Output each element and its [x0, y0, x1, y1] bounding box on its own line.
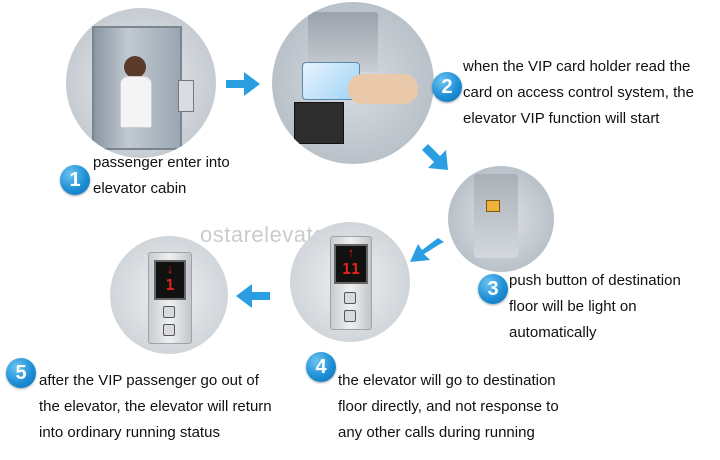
- hand-figure: [348, 74, 418, 104]
- step-5-line-3: into ordinary running status: [39, 424, 220, 441]
- step-4-text: the elevator will go to destination floo…: [338, 368, 559, 446]
- step-4-line-2: floor directly, and not response to: [338, 398, 559, 415]
- step-3-line-1: push button of destination: [509, 272, 681, 289]
- floor-display: ↑ 11: [334, 244, 368, 284]
- step-5-text: after the VIP passenger go out of the el…: [39, 368, 272, 446]
- lit-button: [486, 200, 500, 212]
- passenger-body: [120, 76, 152, 128]
- photo-button-panel: [448, 166, 554, 272]
- up-button: [163, 306, 175, 318]
- arrow-right-1: [226, 72, 260, 96]
- step-5-line-2: the elevator, the elevator will return: [39, 398, 272, 415]
- arrow-down-right: [422, 144, 448, 170]
- step-4-line-1: the elevator will go to destination: [338, 372, 556, 389]
- photo-display-up: ↑ 11: [290, 222, 410, 342]
- step-2-line-1: when the VIP card holder read the: [463, 58, 691, 75]
- down-button: [344, 310, 356, 322]
- photo-card-reader: [272, 2, 434, 164]
- step-4-badge: 4: [306, 352, 336, 382]
- arrow-left: [236, 284, 270, 308]
- step-3-line-2: floor will be light on: [509, 298, 637, 315]
- floor-number: 11: [341, 260, 361, 278]
- step-3-badge: 3: [478, 274, 508, 304]
- step-2-line-3: elevator VIP function will start: [463, 110, 660, 127]
- step-1-line-1: passenger enter into: [93, 154, 230, 171]
- step-1-text: passenger enter into elevator cabin: [93, 150, 230, 202]
- up-button: [344, 292, 356, 304]
- step-2-badge: 2: [432, 72, 462, 102]
- passenger-figure: [124, 56, 146, 78]
- step-1-line-2: elevator cabin: [93, 180, 187, 197]
- photo-elevator-cabin: [66, 8, 216, 158]
- step-1-badge: 1: [60, 165, 90, 195]
- reader-panel: [294, 102, 344, 144]
- step-5-line-1: after the VIP passenger go out of: [39, 372, 259, 389]
- step-3-line-3: automatically: [509, 324, 597, 341]
- destination-keypad: [474, 174, 518, 258]
- direction-down-indicator: ↓: [166, 261, 174, 276]
- step-2-text: when the VIP card holder read the card o…: [463, 54, 694, 132]
- card-reader: [178, 80, 194, 112]
- step-2-line-2: card on access control system, the: [463, 84, 694, 101]
- step-5-badge: 5: [6, 358, 36, 388]
- floor-display: ↓ 1: [154, 260, 186, 300]
- down-button: [163, 324, 175, 336]
- photo-display-down: ↓ 1: [110, 236, 228, 354]
- direction-up-indicator: ↑: [347, 245, 355, 260]
- step-4-line-3: any other calls during running: [338, 424, 535, 441]
- floor-number: 1: [165, 276, 175, 294]
- arrow-down-left: [410, 238, 444, 262]
- step-3-text: push button of destination floor will be…: [509, 268, 681, 346]
